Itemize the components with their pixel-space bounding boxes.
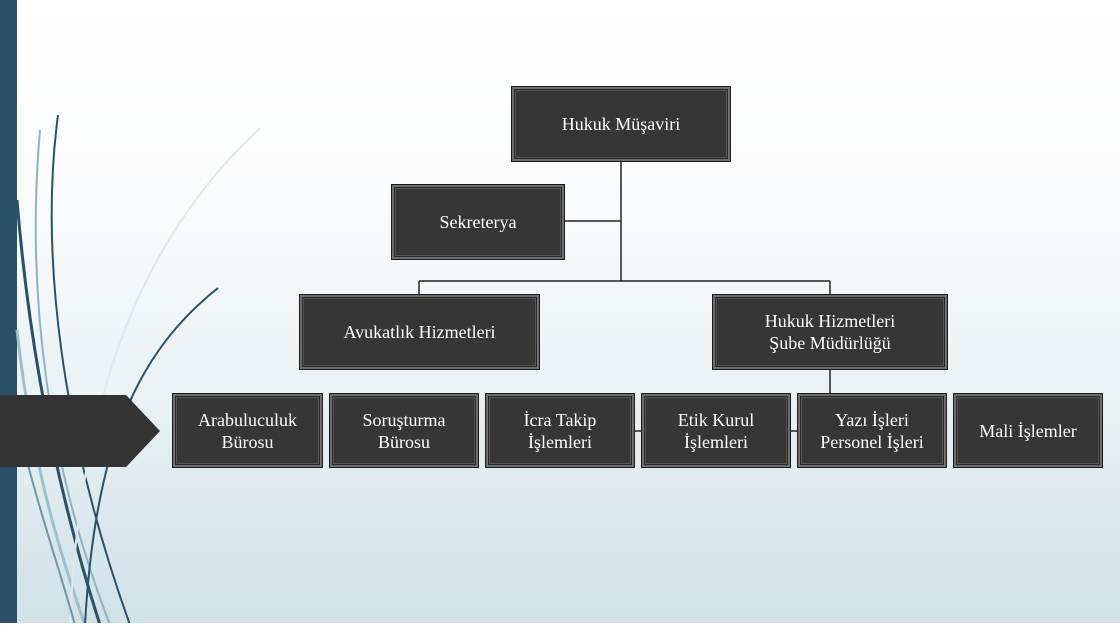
node-sorusturma-burosu: Soruşturma Bürosu <box>329 393 479 468</box>
node-avukatlik-hizmetleri: Avukatlık Hizmetleri <box>299 294 540 370</box>
arrow-tab-shape <box>0 395 160 467</box>
node-sekreterya: Sekreterya <box>391 184 565 260</box>
accent-side-bar <box>0 0 17 625</box>
node-arabuluculuk-burosu: Arabuluculuk Bürosu <box>172 393 323 468</box>
node-hukuk-hizmetleri-sube-mudurlugu: Hukuk Hizmetleri Şube Müdürlüğü <box>712 294 948 370</box>
node-yazi-isleri-personel-isleri: Yazı İşleri Personel İşleri <box>797 393 947 468</box>
bottom-edge <box>0 623 1120 625</box>
node-icra-takip-islemleri: İcra Takip İşlemleri <box>485 393 635 468</box>
node-mali-islemler: Mali İşlemler <box>953 393 1103 468</box>
node-hukuk-musaviri: Hukuk Müşaviri <box>511 86 731 162</box>
node-etik-kurul-islemleri: Etik Kurul İşlemleri <box>641 393 791 468</box>
